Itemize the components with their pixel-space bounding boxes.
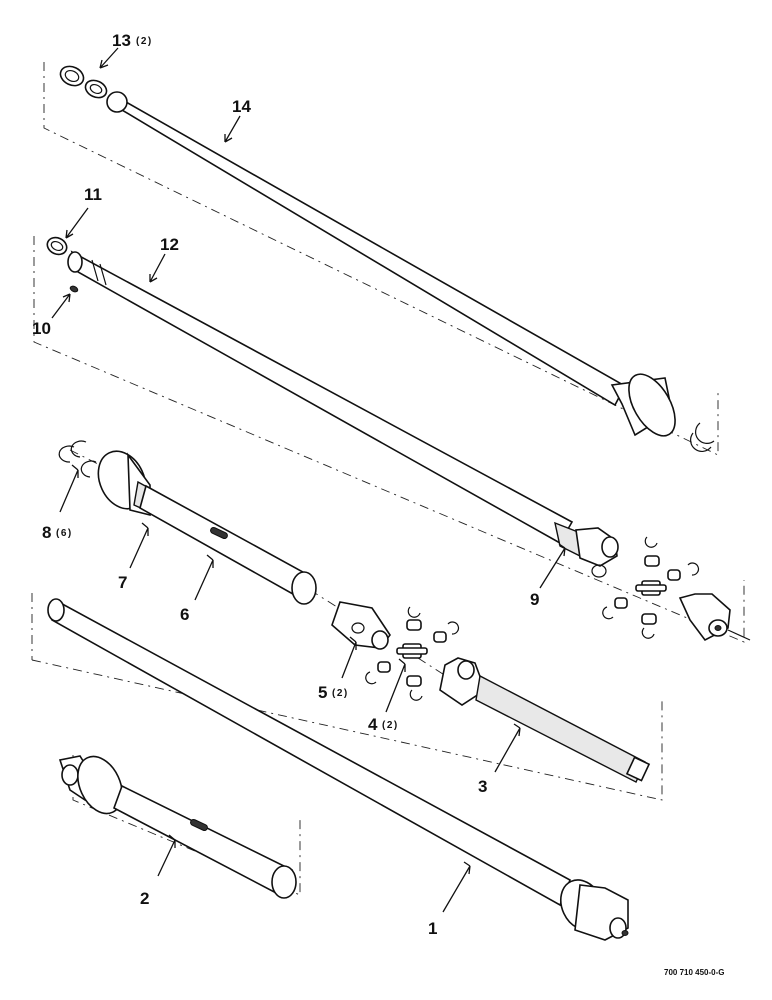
label-5: 5 (318, 683, 327, 702)
label-6: 6 (180, 605, 189, 624)
leader-arrows (51, 47, 566, 913)
part-2-guard-assembly (58, 755, 297, 899)
label-2: 2 (140, 889, 149, 908)
label-5-qty: (2) (332, 688, 349, 699)
label-9: 9 (530, 590, 539, 609)
part-3-inner-shaft (439, 657, 651, 783)
label-8: 8 (42, 523, 51, 542)
end-yoke-right (678, 593, 751, 642)
part-13-bearing-rings (59, 65, 108, 99)
upper-cross-kit (602, 536, 700, 639)
label-4: 4 (368, 715, 378, 734)
part-5-yoke (331, 601, 391, 650)
label-14: 14 (232, 97, 251, 116)
part-8-retaining-rings (58, 440, 97, 478)
label-12: 12 (160, 235, 179, 254)
callout-labels: 13 (2) 14 11 12 10 8 (6) 7 6 9 5 (2) 4 (… (32, 31, 725, 977)
part-9-yoke (554, 521, 619, 578)
document-number: 700 710 450-0-G (664, 968, 725, 977)
label-4-qty: (2) (382, 720, 399, 731)
label-7: 7 (118, 573, 127, 592)
part-1-outer-shaft (47, 598, 629, 941)
label-1: 1 (428, 919, 437, 938)
part-6-guard-tube (139, 484, 317, 605)
label-13-qty: (2) (136, 36, 153, 47)
label-11: 11 (84, 185, 102, 204)
label-10: 10 (32, 319, 51, 338)
part-14-outer-guard-tube (106, 91, 715, 452)
part-4-cross-kit (365, 606, 460, 701)
part-11-snap-ring (46, 236, 68, 256)
label-3: 3 (478, 777, 487, 796)
part-10-pin (69, 285, 79, 293)
label-13: 13 (112, 31, 131, 50)
label-8-qty: (6) (56, 528, 73, 539)
